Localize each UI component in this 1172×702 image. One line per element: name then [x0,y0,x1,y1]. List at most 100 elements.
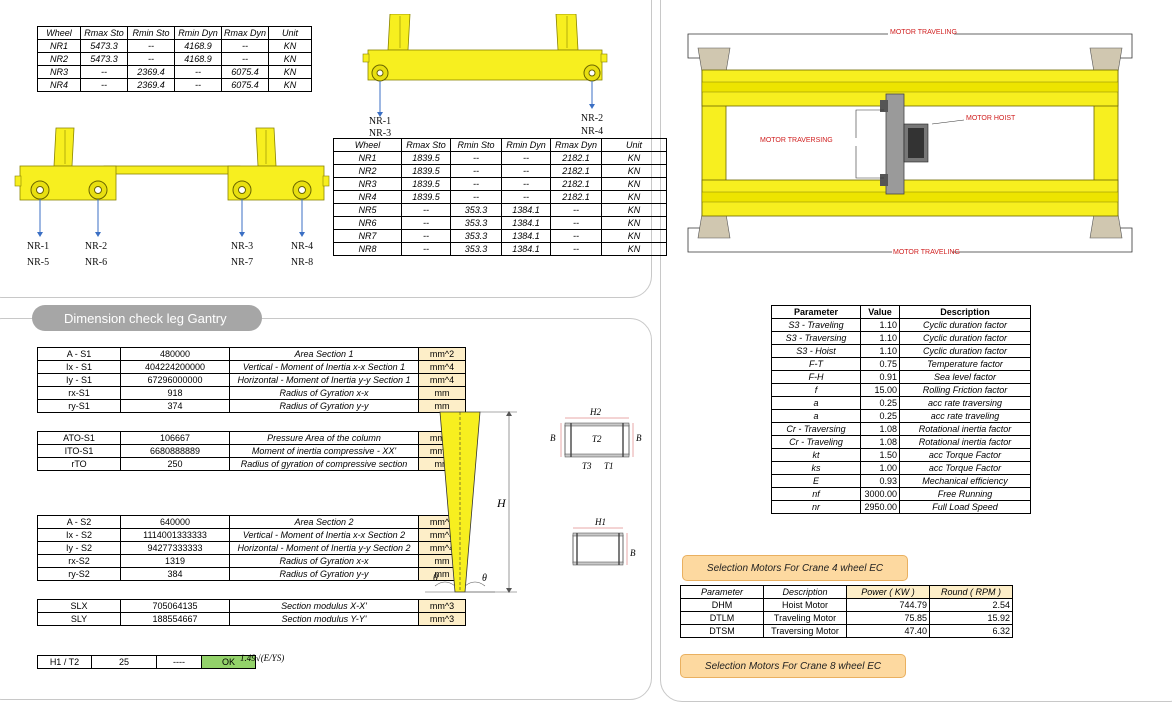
label-nr7: NR-7 [230,257,254,268]
table-cell: 480000 [120,347,230,361]
table-cell: DHM [680,598,764,612]
table-cell: KN [601,190,667,204]
column-header: Rmin Sto [450,138,502,152]
table-cell: ks [771,461,861,475]
table-cell: -- [127,52,175,66]
table-cell: Full Load Speed [899,500,1031,514]
gantry-4-wheel-drawing [362,14,608,117]
table-cell: KN [601,177,667,191]
gantry-sill-beam [367,49,603,81]
column-header: Rmin Sto [127,26,175,40]
label-H1: H1 [595,517,606,527]
column-header: Unit [268,26,313,40]
label-H2: H2 [590,407,601,417]
table-cell: 106667 [120,431,230,445]
column-header: Value [860,305,900,319]
column-header: Description [763,585,847,599]
table-cell: 0.25 [860,396,900,410]
table-cell: 2182.1 [550,151,602,165]
table-cell: mm^4 [418,360,466,374]
check-name: H1 / T2 [37,655,92,669]
table-cell: 0.75 [860,357,900,371]
table-cell: Ix - S1 [37,360,121,374]
table-cell: 94277333333 [120,541,230,555]
table-cell: 1839.5 [401,151,451,165]
table-cell: acc rate traveling [899,409,1031,423]
label-nr2: NR-2 [580,113,604,124]
table-cell: -- [550,229,602,243]
table-cell: 1.50 [860,448,900,462]
table-cell: -- [550,203,602,217]
column-header: Rmax Dyn [220,26,270,40]
table-cell: mm^2 [418,347,466,361]
table-cell: -- [501,190,551,204]
table-cell: Free Running [899,487,1031,501]
label-T2: T2 [592,434,602,444]
column-header: Unit [601,138,667,152]
table-cell: Vertical - Moment of Inertia x-x Section… [229,360,419,374]
table-cell: a [771,396,861,410]
column-header: Rmax Sto [80,26,128,40]
table-cell: 0.25 [860,409,900,423]
table-cell: 1839.5 [401,177,451,191]
table-cell: 0.93 [860,474,900,488]
table-cell: 5473.3 [80,39,128,53]
dimension-check-tab[interactable]: Dimension check leg Gantry [32,305,262,331]
table-cell: mm [418,386,466,400]
column-header: Parameter [771,305,861,319]
table-cell: 2369.4 [127,78,175,92]
column-header: Rmax Dyn [550,138,602,152]
table-cell: NR6 [333,216,402,230]
table-cell: NR5 [333,203,402,217]
table-cell: 3000.00 [860,487,900,501]
table-cell: 2369.4 [127,65,175,79]
table-cell: 6075.4 [220,78,270,92]
check-status: OK [201,655,256,669]
table-cell: rTO [37,457,121,471]
label-nr1: NR-1 [368,116,392,127]
table-cell: 353.3 [450,203,502,217]
table-cell: -- [401,229,451,243]
column-header: Parameter [680,585,764,599]
table-cell: -- [80,65,128,79]
table-cell: -- [80,78,128,92]
table-cell: -- [174,65,222,79]
table-cell: -- [501,177,551,191]
label-theta-left: θ [433,573,438,584]
table-cell: 1.08 [860,435,900,449]
table-cell: Sea level factor [899,370,1031,384]
table-cell: Horizontal - Moment of Inertia y-y Secti… [229,373,419,387]
label-B-right: B [636,433,642,443]
table-cell: -- [220,39,270,53]
table-cell: 188554667 [120,612,230,626]
table-cell: nf [771,487,861,501]
table-cell: Rolling Friction factor [899,383,1031,397]
table-cell: 15.00 [860,383,900,397]
table-cell: Rotational inertia factor [899,435,1031,449]
table-cell: KN [601,151,667,165]
table-cell: 705064135 [120,599,230,613]
